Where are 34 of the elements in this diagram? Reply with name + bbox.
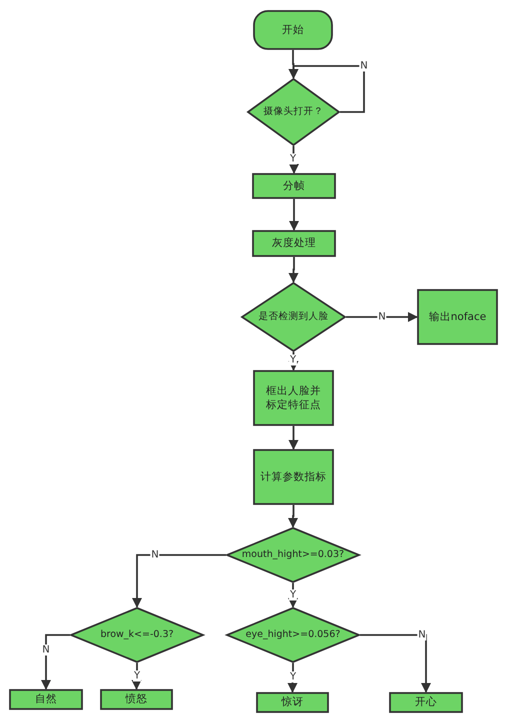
decision-diamond: mouth_hight>=0.03? [226,527,360,583]
process-box: 开心 [389,692,463,713]
arrow [346,312,418,322]
process-box: 计算参数指标 [253,449,334,505]
process-box: 自然 [9,689,83,710]
arrow [288,65,365,113]
edge-label: N [417,630,427,640]
process-box: 惊讶 [256,692,329,713]
edge-label: Y [288,672,298,682]
decision-diamond: brow_k<=-0.3? [70,607,204,663]
edge-label: N [41,644,51,656]
start-terminal: 开始 [253,10,333,50]
edge-label: Y [288,154,298,164]
arrow [288,426,298,450]
edge-label: Y [288,354,298,366]
arrow [288,257,298,283]
arrow [289,199,299,231]
edge-label: N [377,312,387,322]
decision-diamond: 是否检测到人脸 [241,282,346,352]
edge-label: Y [132,670,142,682]
edge-label: N [150,550,160,560]
process-box: 灰度处理 [252,230,336,257]
edge-label: N [359,60,369,72]
process-box: 框出人脸并标定特征点 [253,370,334,426]
decision-diamond: eye_hight>=0.056? [226,607,360,663]
arrow [360,634,431,693]
decision-diamond: 摄像头打开？ [247,78,340,146]
edge-label: Y [288,590,298,600]
process-box: 愤怒 [100,689,173,710]
process-box: 输出noface [417,289,498,345]
arrow [132,554,226,608]
arrow [41,634,70,690]
arrow [288,505,298,528]
process-box: 分帧 [252,173,336,199]
